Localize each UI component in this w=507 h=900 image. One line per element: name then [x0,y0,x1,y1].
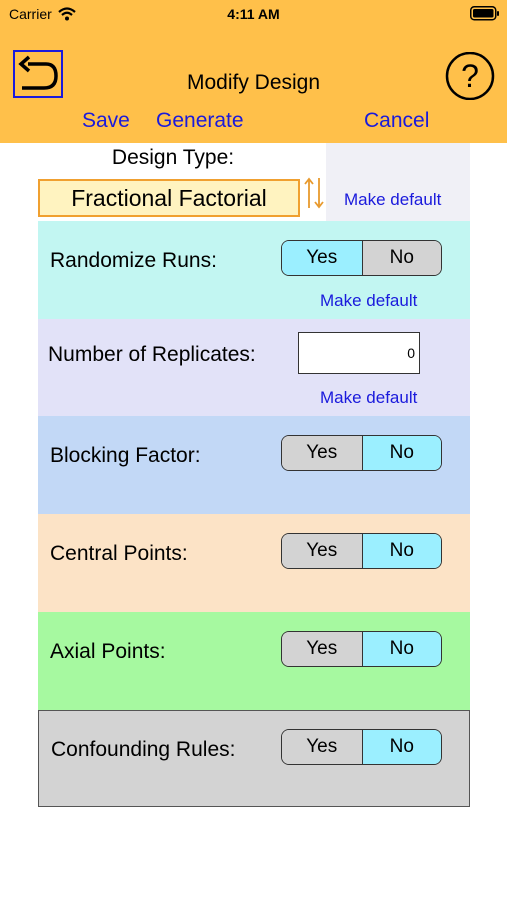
confounding-rules-no[interactable]: No [361,730,441,764]
back-button[interactable] [13,50,63,98]
sort-arrows-icon[interactable] [303,176,325,210]
axial-points-yes[interactable]: Yes [282,632,362,666]
randomize-runs-no[interactable]: No [361,241,441,275]
axial-points-section: Axial Points: Yes No [38,612,470,710]
header-bar [0,0,507,143]
blocking-factor-yes[interactable]: Yes [282,436,362,470]
replicates-label: Number of Replicates: [48,343,256,366]
design-type-default-panel [326,143,470,221]
confounding-rules-label: Confounding Rules: [51,738,236,761]
randomize-runs-section: Randomize Runs: Yes No Make default [38,221,470,319]
randomize-runs-yes[interactable]: Yes [282,241,362,275]
confounding-rules-segment: Yes No [281,729,442,765]
battery-icon [470,6,499,21]
carrier-label: Carrier [9,6,52,22]
central-points-label: Central Points: [50,542,188,565]
help-icon[interactable]: ? [445,52,495,100]
blocking-factor-segment: Yes No [281,435,442,471]
central-points-no[interactable]: No [361,534,441,568]
svg-text:?: ? [461,58,479,94]
axial-points-label: Axial Points: [50,640,166,663]
randomize-runs-make-default[interactable]: Make default [320,291,418,310]
design-type-make-default[interactable]: Make default [344,190,442,209]
randomize-runs-label: Randomize Runs: [50,249,217,272]
replicates-input[interactable]: 0 [298,332,420,374]
central-points-segment: Yes No [281,533,442,569]
design-type-label: Design Type: [111,146,235,169]
central-points-yes[interactable]: Yes [282,534,362,568]
save-button[interactable]: Save [82,109,130,132]
design-type-field[interactable]: Fractional Factorial [38,179,300,217]
blocking-factor-label: Blocking Factor: [50,444,201,467]
confounding-rules-yes[interactable]: Yes [282,730,362,764]
blocking-factor-section: Blocking Factor: Yes No [38,416,470,514]
replicates-section: Number of Replicates: 0 Make default [38,319,470,416]
page-title: Modify Design [186,71,321,94]
status-carrier: Carrier [9,6,76,22]
replicates-make-default[interactable]: Make default [320,388,418,407]
blocking-factor-no[interactable]: No [361,436,441,470]
status-time: 4:11 AM [227,6,280,22]
axial-points-no[interactable]: No [361,632,441,666]
undo-arrow-icon [18,55,58,90]
wifi-icon [58,7,76,21]
central-points-section: Central Points: Yes No [38,514,470,612]
design-type-value: Fractional Factorial [71,184,267,211]
generate-button[interactable]: Generate [156,109,244,132]
axial-points-segment: Yes No [281,631,442,667]
confounding-rules-section: Confounding Rules: Yes No [38,710,470,807]
cancel-button[interactable]: Cancel [364,109,430,132]
randomize-runs-segment: Yes No [281,240,442,276]
